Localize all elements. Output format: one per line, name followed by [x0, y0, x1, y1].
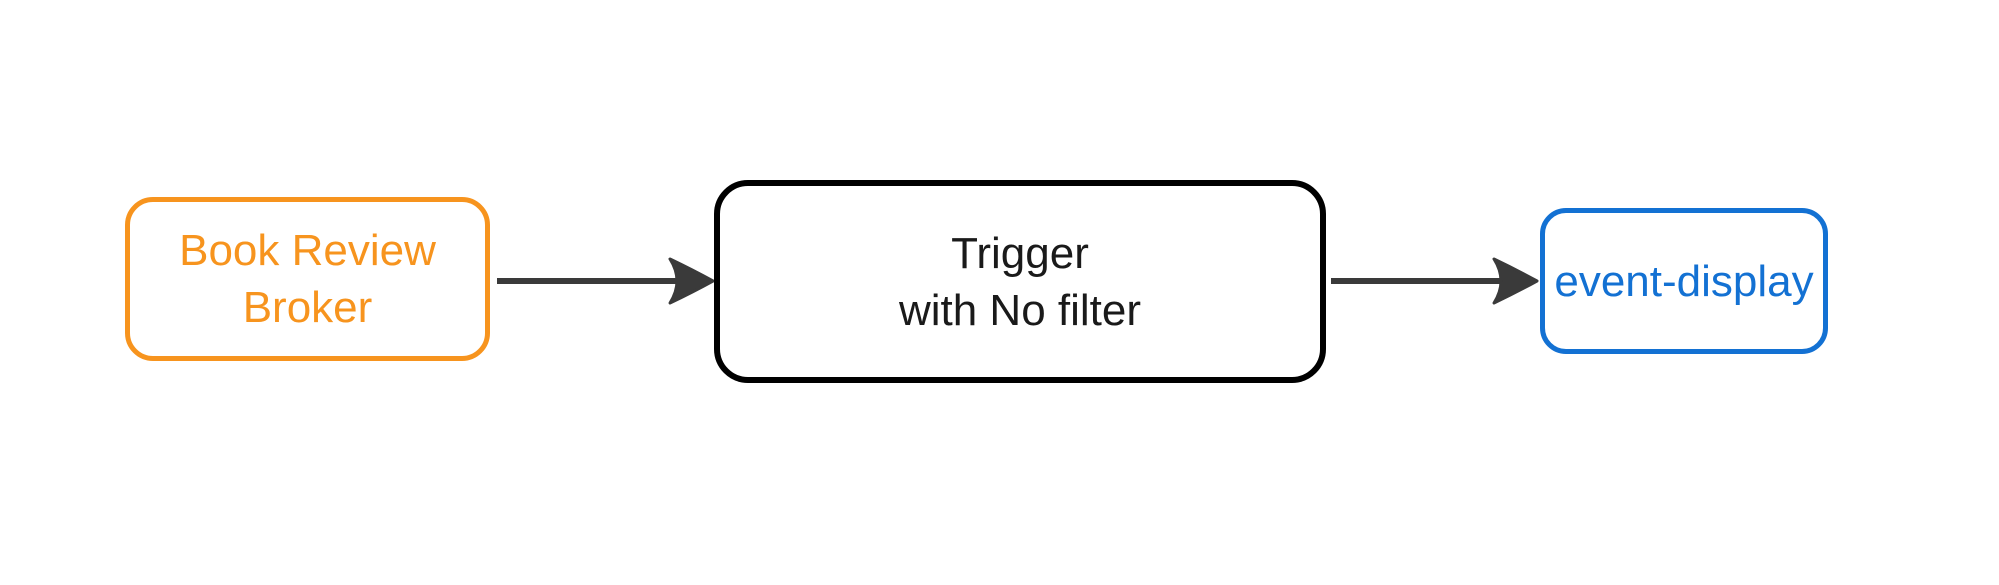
arrowhead-icon: [668, 257, 715, 305]
node-event-display: event-display: [1540, 208, 1828, 354]
node-book-review-broker-label: Book Review Broker: [179, 226, 436, 332]
edge-broker-to-trigger: [497, 257, 715, 305]
node-trigger-label: Trigger with No filter: [898, 228, 1142, 335]
edge-trigger-to-event-display: [1331, 257, 1539, 305]
node-event-display-label: event-display: [1554, 256, 1814, 306]
node-trigger: Trigger with No filter: [714, 180, 1326, 383]
node-book-review-broker: Book Review Broker: [125, 197, 490, 361]
arrowhead-icon: [1492, 257, 1539, 305]
